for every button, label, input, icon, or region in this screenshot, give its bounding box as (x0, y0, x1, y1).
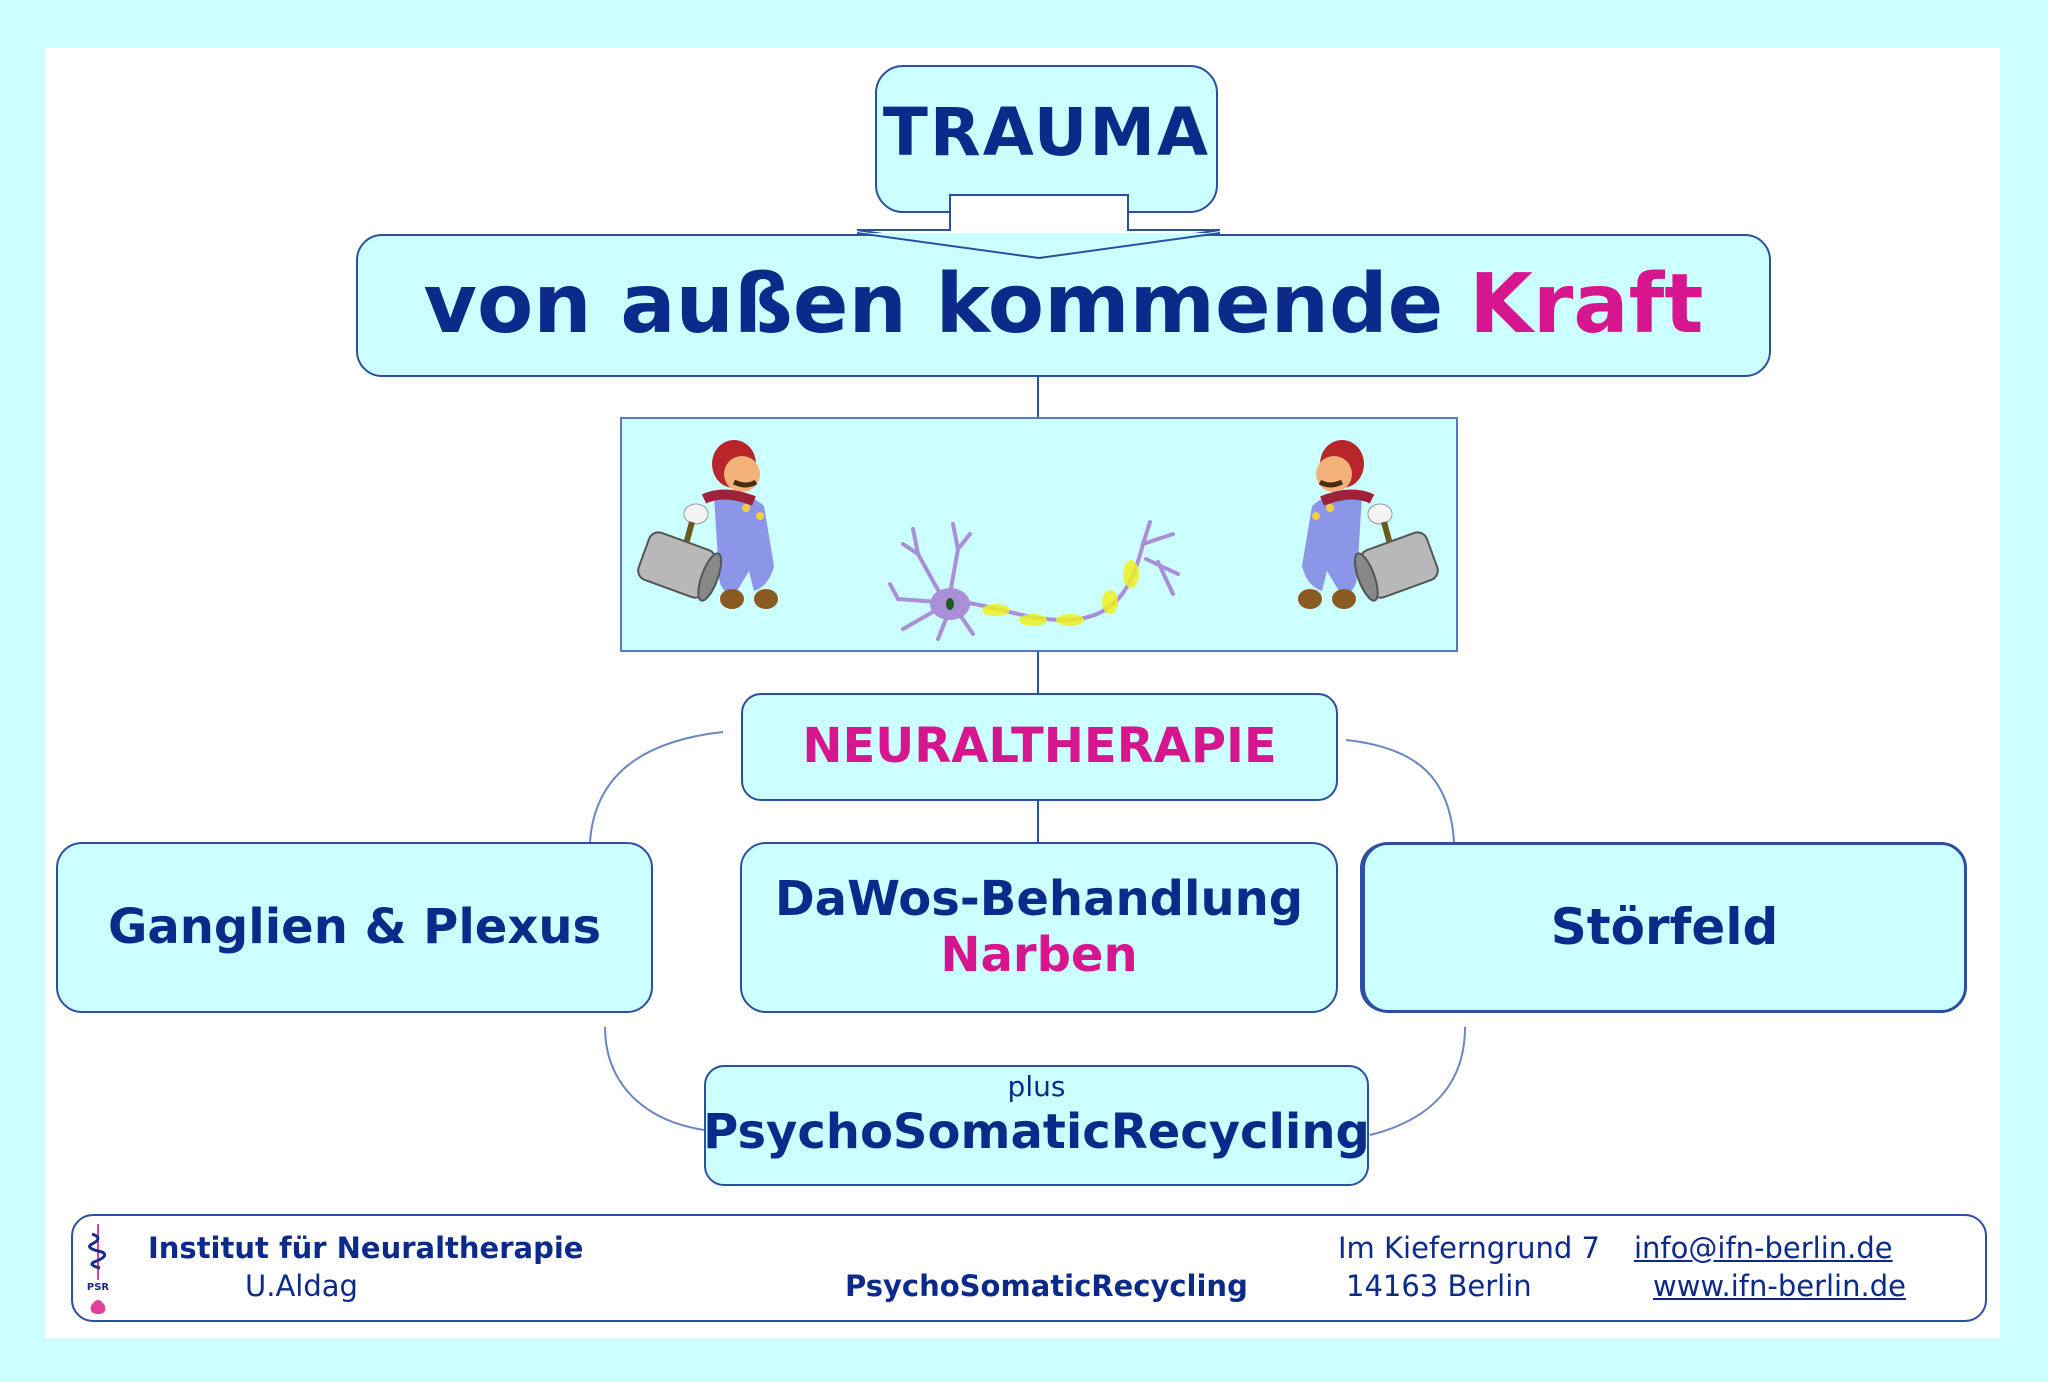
psr-label: PsychoSomaticRecycling (703, 1104, 1370, 1161)
city-address: 14163 Berlin (1346, 1269, 1532, 1303)
branch-dawos-narben: DaWos-Behandlung Narben (740, 842, 1338, 1013)
institute-name: Institut für Neuraltherapie (148, 1231, 584, 1265)
psr-box: plus PsychoSomaticRecycling (703, 1065, 1370, 1186)
branch-stoerfeld: Störfeld (1362, 842, 1967, 1013)
website-link-wrap: www.ifn-berlin.de (1653, 1269, 1906, 1303)
neuraltherapie-label: NEURALTHERAPIE (802, 718, 1277, 775)
force-accent-text: Kraft (1469, 257, 1704, 353)
svg-text:PSR: PSR (87, 1282, 110, 1293)
trauma-box: TRAUMA (875, 65, 1218, 213)
neuron-icon (888, 520, 1180, 641)
force-text: von außen kommende (423, 257, 1444, 353)
branch-ganglien-label: Ganglien & Plexus (107, 898, 602, 955)
email-link[interactable]: info@ifn-berlin.de (1634, 1231, 1893, 1265)
psr-prefix: plus (1007, 1070, 1066, 1103)
trauma-label: TRAUMA (882, 94, 1211, 171)
psr-logo-icon: PSR (87, 1224, 110, 1314)
branch-stoerfeld-label: Störfeld (1550, 897, 1779, 956)
person-name: U.Aldag (245, 1269, 358, 1303)
branch-ganglien-plexus: Ganglien & Plexus (56, 842, 653, 1013)
brand-name: PsychoSomaticRecycling (845, 1269, 1248, 1303)
illustration-panel (620, 417, 1458, 652)
hammer-figure-icon (637, 440, 778, 609)
website-link[interactable]: www.ifn-berlin.de (1653, 1269, 1906, 1303)
email-link-wrap: info@ifn-berlin.de (1634, 1231, 1893, 1265)
branch-narben-label: Narben (940, 926, 1138, 983)
neuraltherapie-box: NEURALTHERAPIE (741, 693, 1338, 801)
force-box: von außen kommende Kraft (356, 234, 1771, 377)
footer: PSR Institut für Neuraltherapie U.Aldag … (71, 1214, 1987, 1322)
hammer-figure-icon (1298, 440, 1439, 609)
street-address: Im Kieferngrund 7 (1338, 1231, 1600, 1265)
branch-dawos-label: DaWos-Behandlung (774, 871, 1304, 928)
